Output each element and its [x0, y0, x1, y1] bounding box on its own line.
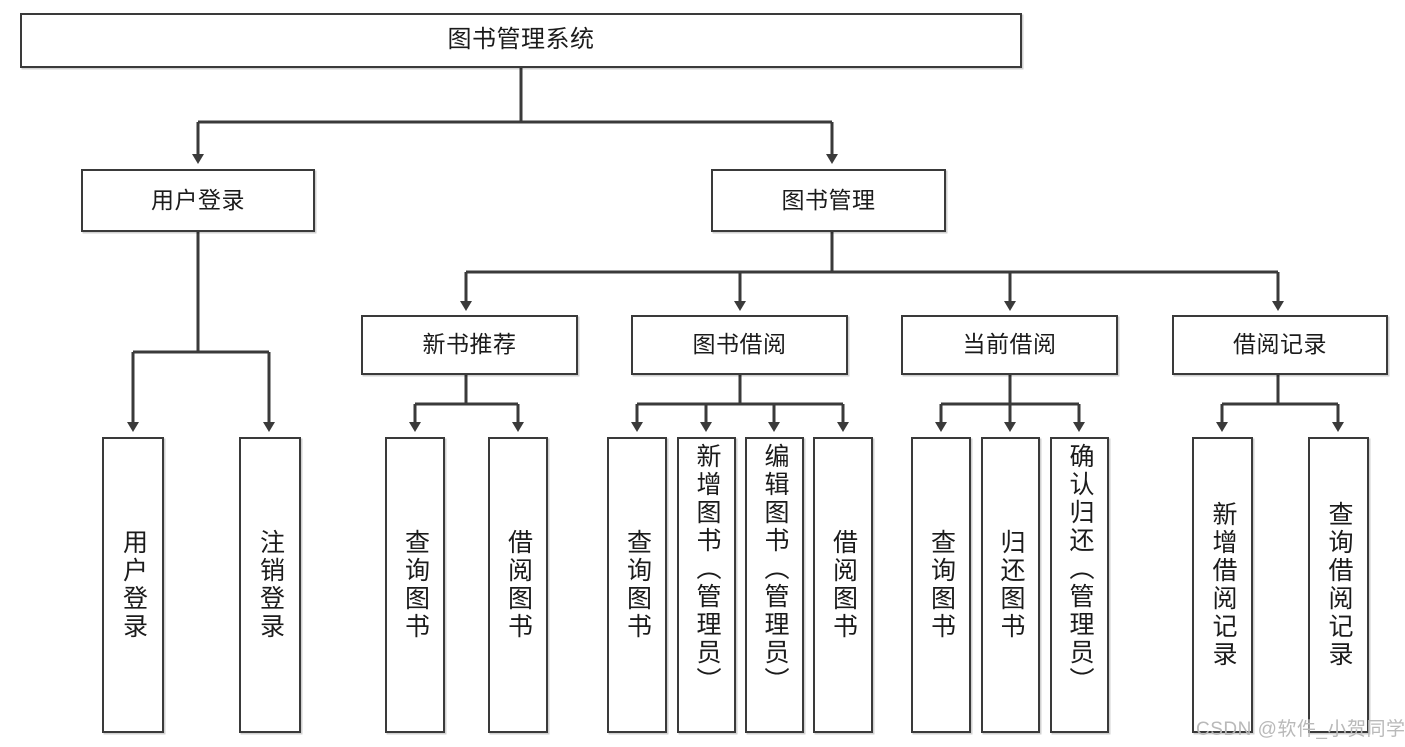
node-leaf-return-book[interactable]: 归还图书	[981, 437, 1040, 733]
node-label: 图书借阅	[692, 331, 787, 358]
node-label: 用户登录	[151, 186, 245, 213]
node-label: 借阅图书	[829, 529, 858, 641]
node-leaf-borrow-book-recommend[interactable]: 借阅图书	[488, 437, 548, 733]
node-label: 查询图书	[401, 529, 430, 641]
node-label: 新增图书（管理员）	[693, 443, 721, 695]
node-root-system[interactable]: 图书管理系统	[20, 13, 1022, 68]
node-leaf-confirm-return-admin[interactable]: 确认归还（管理员）	[1050, 437, 1109, 733]
node-leaf-logout[interactable]: 注销登录	[239, 437, 301, 733]
node-label: 注销登录	[256, 529, 285, 641]
node-label: 编辑图书（管理员）	[761, 443, 789, 695]
node-label: 查询借阅记录	[1325, 501, 1353, 669]
node-label: 借阅记录	[1233, 331, 1327, 358]
node-leaf-query-book-current[interactable]: 查询图书	[911, 437, 971, 733]
node-leaf-edit-book-admin[interactable]: 编辑图书（管理员）	[745, 437, 804, 733]
node-leaf-add-book-admin[interactable]: 新增图书（管理员）	[677, 437, 736, 733]
node-label: 归还图书	[997, 529, 1025, 641]
node-new-book-recommend[interactable]: 新书推荐	[361, 315, 578, 375]
node-book-management[interactable]: 图书管理	[711, 169, 946, 232]
node-leaf-query-book-borrow[interactable]: 查询图书	[607, 437, 667, 733]
node-leaf-add-borrow-record[interactable]: 新增借阅记录	[1192, 437, 1253, 733]
watermark-text: CSDN @软件_小贺同学	[1196, 719, 1405, 740]
node-label: 图书管理系统	[447, 26, 595, 54]
node-label: 新增借阅记录	[1209, 501, 1237, 669]
node-label: 查询图书	[927, 529, 956, 641]
node-leaf-borrow-book[interactable]: 借阅图书	[813, 437, 873, 733]
node-user-login[interactable]: 用户登录	[81, 169, 315, 232]
node-label: 用户登录	[119, 529, 148, 641]
node-label: 借阅图书	[504, 529, 533, 641]
node-borrow-record[interactable]: 借阅记录	[1172, 315, 1388, 375]
node-leaf-user-login[interactable]: 用户登录	[102, 437, 164, 733]
node-leaf-query-book-recommend[interactable]: 查询图书	[385, 437, 445, 733]
node-current-borrow[interactable]: 当前借阅	[901, 315, 1118, 375]
node-label: 确认归还（管理员）	[1066, 443, 1094, 695]
node-label: 当前借阅	[962, 331, 1057, 358]
node-label: 查询图书	[623, 529, 652, 641]
node-leaf-query-borrow-record[interactable]: 查询借阅记录	[1308, 437, 1369, 733]
node-label: 图书管理	[781, 186, 876, 213]
node-label: 新书推荐	[422, 331, 517, 358]
node-book-borrow[interactable]: 图书借阅	[631, 315, 848, 375]
